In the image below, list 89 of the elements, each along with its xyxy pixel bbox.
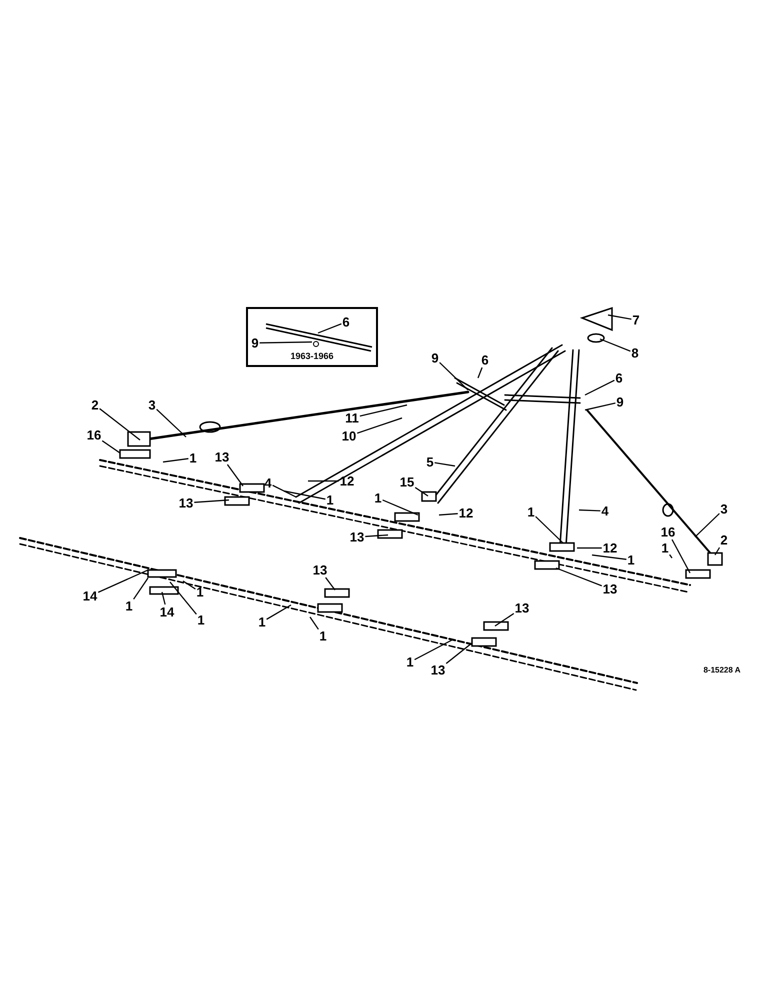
leader-line [318, 323, 342, 334]
callout-number: 13 [214, 450, 230, 464]
callout-number: 2 [720, 534, 728, 546]
leader-line [439, 362, 468, 390]
callout-number: 9 [616, 396, 624, 408]
callout-number: 13 [514, 602, 530, 614]
callout-number: 11 [345, 412, 359, 424]
leader-line [133, 578, 148, 600]
callout-number: 16 [86, 428, 102, 442]
callout-number: 4 [601, 504, 609, 518]
leader-line [182, 580, 196, 590]
leader-line [161, 592, 166, 605]
leader-line [535, 516, 564, 544]
leader-line [434, 462, 456, 467]
leader-line [226, 464, 244, 486]
leader-line [578, 509, 600, 512]
callout-number: 1 [319, 630, 327, 642]
leader-line [266, 604, 292, 620]
leader-line [272, 484, 296, 498]
leader-line [414, 487, 428, 496]
leader-line [669, 554, 672, 558]
callout-number: 1 [125, 600, 133, 612]
callout-number: 13 [602, 582, 618, 596]
callout-number: 13 [312, 564, 328, 576]
callout-number: 3 [148, 398, 156, 412]
callout-number: 5 [426, 456, 434, 468]
leader-line [325, 577, 336, 590]
callout-number: 1 [197, 614, 205, 626]
callout-number: 6 [342, 316, 350, 328]
callout-number: 1 [196, 586, 204, 598]
leader-line [671, 539, 691, 574]
leader-line [98, 569, 148, 593]
callout-number: 1 [406, 656, 414, 668]
leader-line [556, 567, 602, 586]
year-range-caption: 1963-1966 [290, 351, 334, 361]
callout-number: 12 [458, 506, 474, 520]
drawing-number: 8-15228 A [703, 666, 741, 674]
callout-number: 15 [400, 476, 414, 488]
leader-line [99, 408, 140, 440]
leader-line [162, 458, 188, 463]
leader-line [194, 499, 230, 503]
leader-line [584, 402, 616, 411]
leader-line [102, 440, 120, 454]
callout-number: 1 [374, 492, 382, 504]
callout-number: 1 [326, 494, 334, 506]
leader-line [494, 613, 514, 626]
leader-line [694, 513, 720, 538]
leader-line [310, 616, 319, 630]
leader-line [446, 642, 472, 664]
leader-line [714, 547, 720, 556]
callout-number: 1 [627, 554, 635, 566]
callout-number: 9 [251, 336, 259, 350]
callout-number: 10 [342, 430, 356, 442]
leader-line [284, 490, 326, 500]
callout-number: 1 [527, 506, 535, 518]
leader-line [577, 547, 602, 549]
callout-number: 1 [258, 616, 266, 628]
callout-number: 14 [160, 606, 174, 618]
callout-number: 13 [350, 530, 364, 544]
callout-number: 6 [615, 372, 623, 384]
leader-line [308, 480, 339, 482]
callout-number: 13 [430, 664, 446, 676]
leader-line [600, 338, 631, 352]
callout-number: 6 [481, 354, 489, 366]
callout-number: 14 [82, 590, 98, 602]
callout-number: 3 [720, 502, 728, 516]
leader-line [156, 408, 186, 438]
callout-number: 9 [431, 352, 439, 364]
callout-number: 2 [91, 398, 99, 412]
leader-line [608, 314, 632, 320]
leader-line [357, 417, 402, 434]
leader-line [438, 513, 458, 516]
callout-number: 16 [660, 526, 676, 538]
callout-number: 12 [602, 542, 618, 554]
leader-line [260, 341, 312, 344]
leader-line [360, 404, 408, 417]
leader-line [414, 639, 452, 660]
leader-line [584, 380, 615, 396]
leader-line [365, 534, 388, 538]
callout-number: 8 [631, 346, 639, 360]
leader-line [477, 367, 483, 378]
callout-number: 13 [178, 496, 194, 510]
callout-number: 7 [632, 314, 640, 326]
callout-number: 1 [661, 542, 669, 554]
leader-line [592, 554, 626, 560]
leader-line [170, 582, 197, 615]
callout-number: 4 [264, 476, 272, 490]
leader-line [382, 499, 418, 516]
callout-number: 1 [189, 452, 197, 464]
